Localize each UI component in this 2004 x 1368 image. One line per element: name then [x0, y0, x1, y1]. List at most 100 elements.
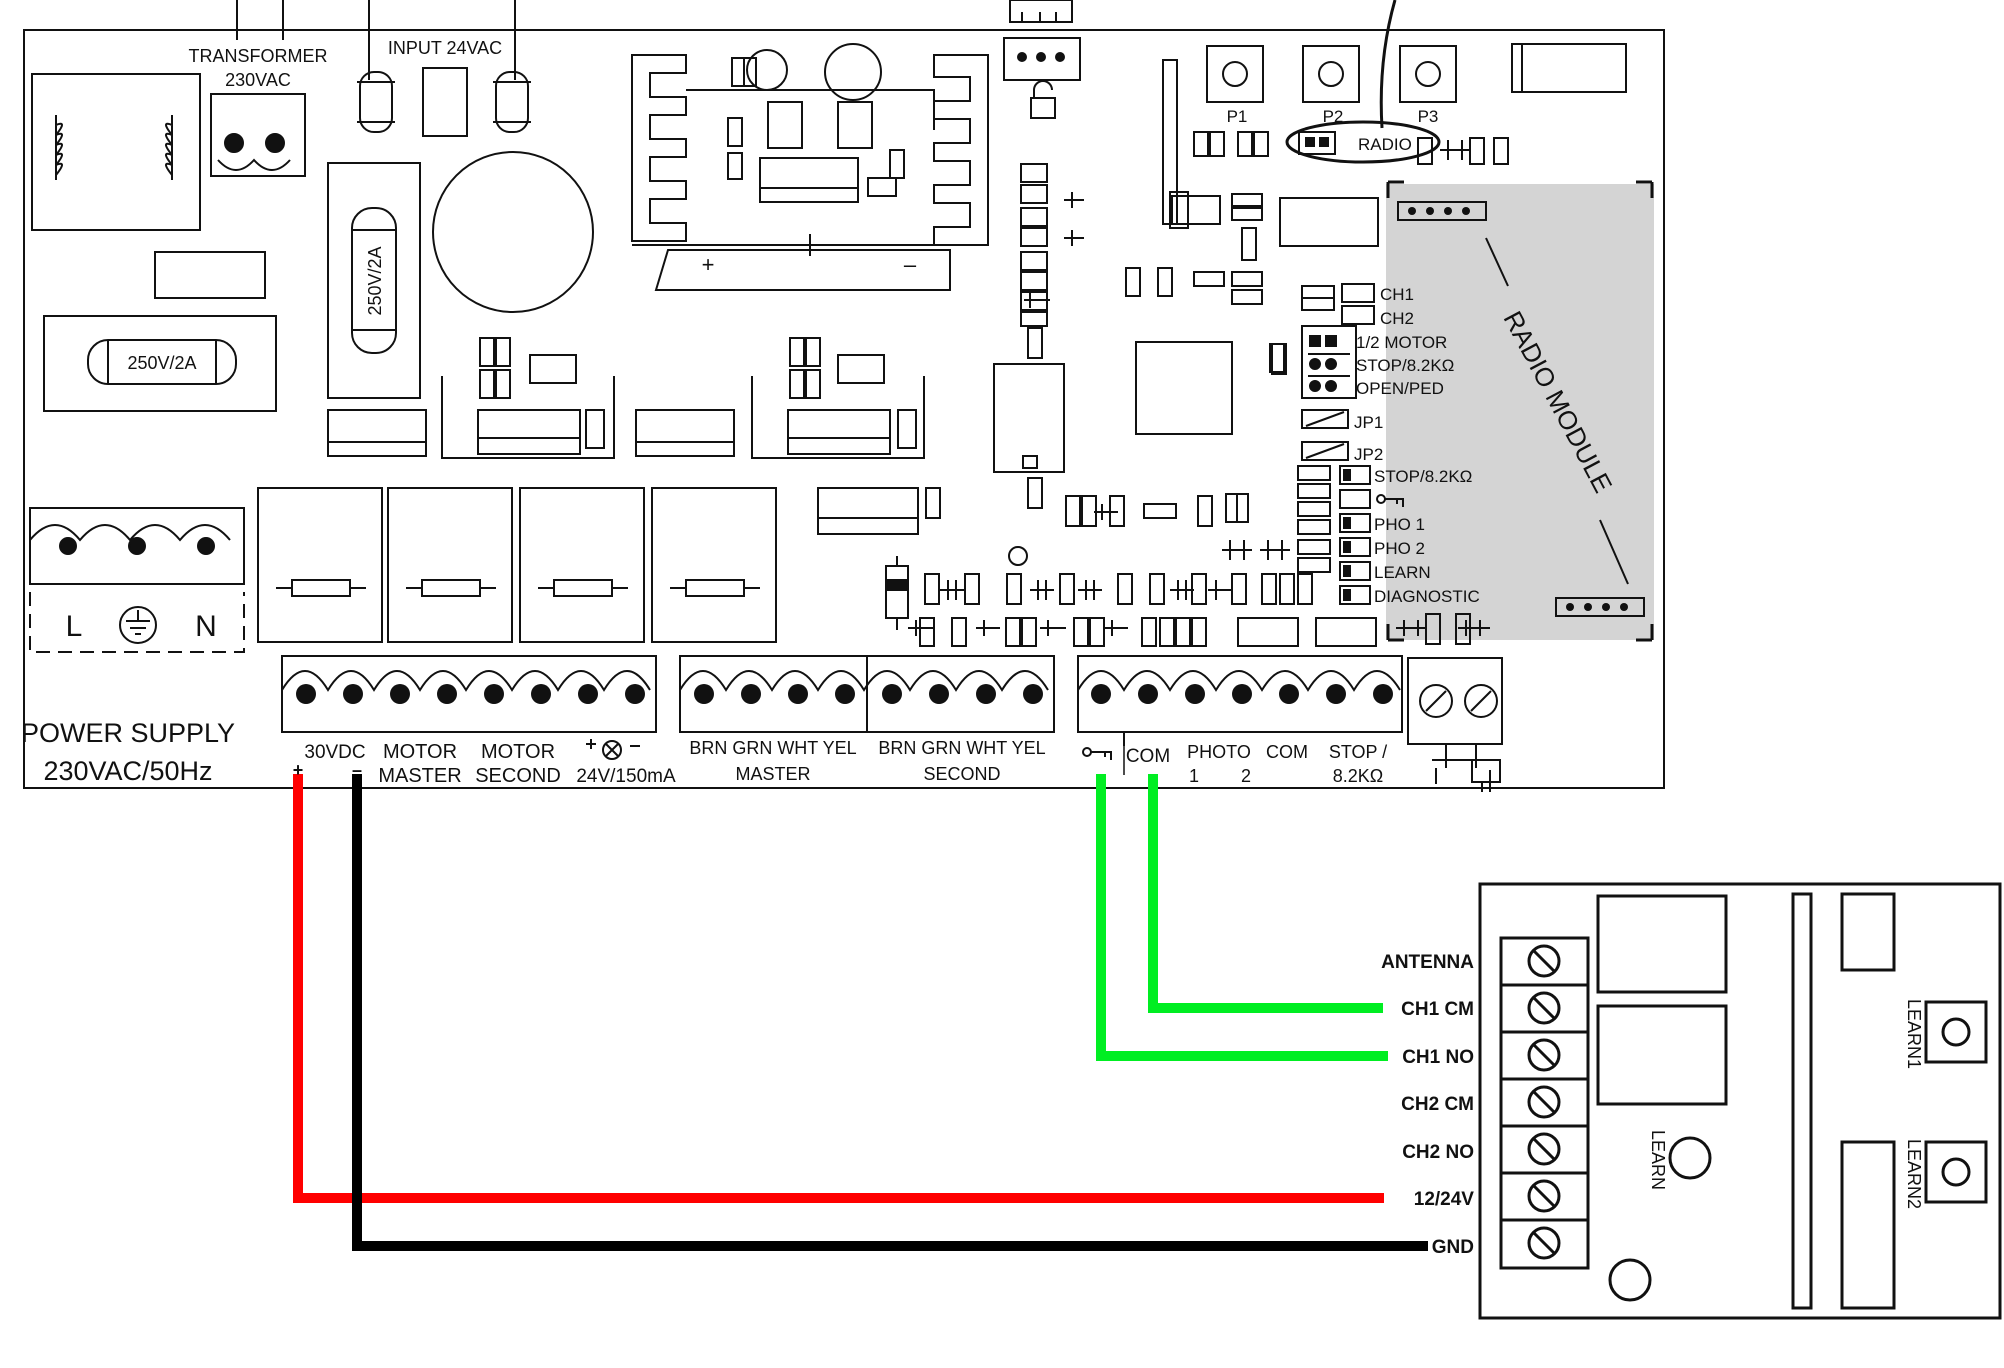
terminal-pin — [882, 684, 902, 704]
led-pho1-label: PHO 1 — [1374, 515, 1425, 534]
stop-label-2: 8.2KΩ — [1333, 766, 1383, 786]
motor-second-label-1: MOTOR — [481, 741, 555, 763]
lock-icon — [1030, 97, 1056, 119]
radio-module-area — [1386, 180, 1654, 645]
terminal-pin — [343, 684, 363, 704]
terminal-pin — [1279, 684, 1299, 704]
rx-learn2-label: LEARN2 — [1904, 1139, 1924, 1209]
terminal-pin — [296, 684, 316, 704]
heatsink — [631, 54, 989, 246]
dip-ch2-label: CH2 — [1380, 309, 1414, 328]
receiver-screw-slot — [1532, 949, 1556, 973]
stop-label-1: STOP / — [1329, 742, 1387, 762]
jp1-label: JP1 — [1354, 413, 1383, 432]
com-label: COM — [1126, 746, 1170, 767]
dip-ch1-label: CH1 — [1380, 285, 1414, 304]
ground-symbol — [119, 606, 157, 644]
lock-connector — [1003, 37, 1081, 81]
learn2-button — [1924, 1140, 1988, 1204]
motor-second-label-2: SECOND — [475, 765, 561, 787]
receiver-screw-slot — [1532, 1184, 1556, 1208]
terminal-pin — [390, 684, 410, 704]
relay-bank — [257, 487, 777, 643]
terminal-pin — [1373, 684, 1393, 704]
terminal-pin — [694, 684, 714, 704]
fuse-holder-horizontal — [43, 315, 277, 412]
encoder-second-label: SECOND — [923, 764, 1000, 784]
receiver-terminal-block — [1499, 936, 1590, 1270]
term-minus-label: – — [352, 760, 362, 780]
control-board — [23, 0, 1665, 792]
receiver-screw — [1527, 1226, 1561, 1260]
input-fuse-right — [495, 71, 529, 133]
terminal-pin — [1326, 684, 1346, 704]
fuse-label-vertical: 250V/2A — [365, 246, 385, 315]
photo-1-label: 1 — [1189, 766, 1199, 786]
receiver-screw — [1527, 944, 1561, 978]
encoder-master-colors: BRN GRN WHT YEL — [689, 738, 856, 758]
button-p1-label: P1 — [1227, 107, 1248, 126]
wires — [293, 774, 1428, 1251]
learn1-button — [1924, 1000, 1988, 1064]
bridge-minus-label: – — [904, 252, 917, 277]
rx-ch1no-label: CH1 NO — [1402, 1047, 1474, 1068]
terminal-pin — [1023, 684, 1043, 704]
board-outline — [23, 29, 1665, 789]
transformer-block — [31, 73, 201, 231]
encoder-master-label: MASTER — [735, 764, 810, 784]
receiver-screw-slot — [1532, 1137, 1556, 1161]
motor-master-label-1: MOTOR — [383, 741, 457, 763]
receiver-board — [1478, 882, 2002, 1320]
transformer-leads — [236, 0, 516, 80]
terminal-pin — [1185, 684, 1205, 704]
board-labels: TRANSFORMER 230VAC INPUT 24VAC 250V/2A 2… — [21, 38, 1618, 787]
receiver-outline — [1478, 882, 2002, 1320]
rx-learn1-label: LEARN1 — [1904, 999, 1924, 1069]
terminal-pin — [788, 684, 808, 704]
bridge-plus-label: + — [702, 252, 715, 277]
wire-green-ch1-no — [1096, 774, 1388, 1061]
radio-jumper-ring — [1285, 120, 1441, 164]
ac-l-label: L — [66, 610, 83, 643]
receiver-screws — [1527, 944, 1561, 1260]
radio-antenna-lead — [1379, 0, 1397, 129]
terminal-pin — [1091, 684, 1111, 704]
receiver-labels: ANTENNA CH1 CM CH1 NO CH2 CM CH2 NO 12/2… — [1381, 952, 1924, 1258]
terminal-pin — [578, 684, 598, 704]
receiver-screw — [1527, 991, 1561, 1025]
dip-open-label: OPEN/PED — [1356, 379, 1444, 398]
term-plus-label: + — [293, 760, 304, 780]
transformer-label-1: TRANSFORMER — [189, 46, 328, 66]
bridge-rectifier — [654, 234, 951, 291]
terminal-pin — [835, 684, 855, 704]
ac-n-label: N — [195, 610, 217, 643]
terminal-pin — [1138, 684, 1158, 704]
power-supply-label-2: 230VAC/50Hz — [43, 756, 212, 786]
fuse-holder-vertical — [327, 162, 421, 399]
receiver-screw-slot — [1532, 996, 1556, 1020]
lamp-icon — [586, 739, 640, 760]
button-p3-label: P3 — [1418, 107, 1439, 126]
term-30vdc-label: 30VDC — [304, 742, 365, 763]
radio-jumper-label: RADIO — [1358, 135, 1412, 154]
jp2-label: JP2 — [1354, 445, 1383, 464]
com-2-label: COM — [1266, 742, 1308, 762]
wire-black-gnd — [352, 774, 1428, 1251]
rx-gnd-label: GND — [1432, 1237, 1474, 1258]
receiver-hole — [1608, 1258, 1652, 1302]
motor-master-label-2: MASTER — [378, 765, 461, 787]
transformer-label-2: 230VAC — [225, 70, 291, 90]
motor-terminal-block — [281, 655, 657, 733]
terminal-pin — [929, 684, 949, 704]
led-diagnostic-label: DIAGNOSTIC — [1374, 587, 1480, 606]
input-terminal-block — [1077, 655, 1403, 733]
key-icon — [1376, 494, 1404, 507]
small-parts-row — [908, 573, 1377, 647]
main-capacitor — [432, 151, 594, 313]
transformer-terminal — [210, 93, 306, 177]
terminal-pin — [741, 684, 761, 704]
led-learn-label: LEARN — [1374, 563, 1431, 582]
terminal-pin — [976, 684, 996, 704]
rx-learn-label: LEARN — [1648, 1130, 1668, 1190]
